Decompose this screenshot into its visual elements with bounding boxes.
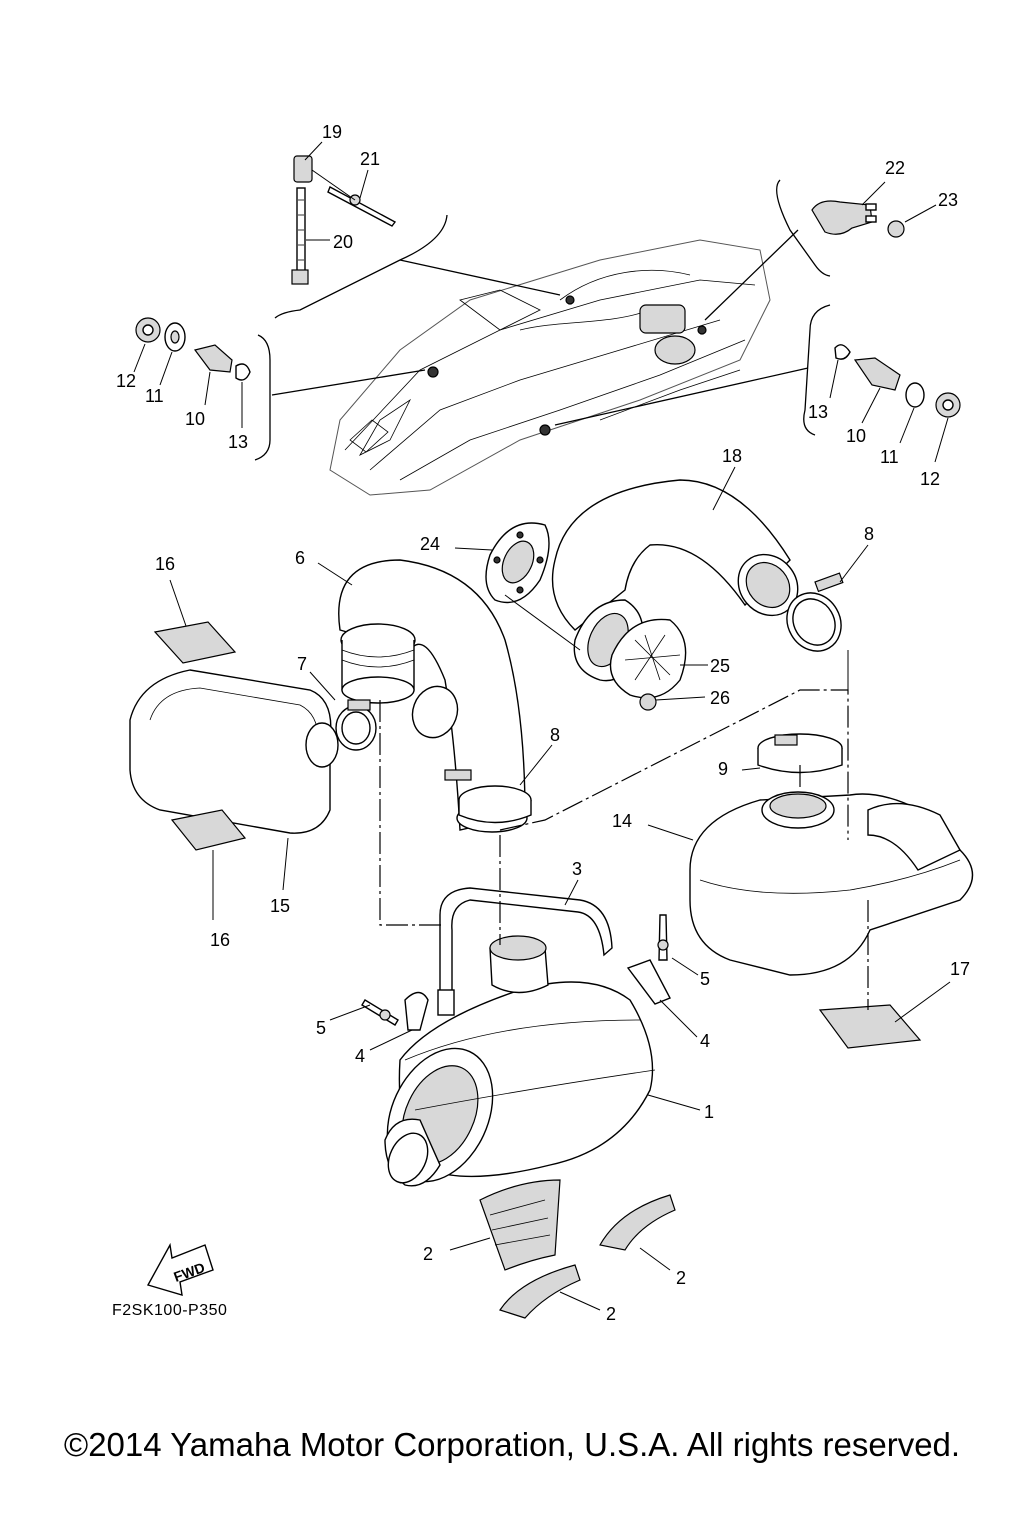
callout-18: 18 — [722, 446, 742, 466]
rivet-part-21 — [327, 186, 397, 227]
callout-10-left: 10 — [185, 409, 205, 429]
inset-tie-wrap-group: 19 21 20 — [274, 122, 561, 319]
callout-20: 20 — [333, 232, 353, 252]
sponge-part-17: 17 — [818, 959, 970, 1049]
exhaust-pipe-part-18: 18 — [551, 446, 799, 631]
callout-4-left: 4 — [355, 1046, 365, 1066]
sponge-part-16-upper: 16 — [153, 554, 237, 664]
bolt-part-26 — [639, 693, 657, 711]
callout-4-right: 4 — [700, 1031, 710, 1051]
tie-wrap-part-20 — [296, 187, 306, 279]
callout-13-right: 13 — [808, 402, 828, 422]
callout-12-right: 12 — [920, 469, 940, 489]
callout-14: 14 — [612, 811, 632, 831]
holder-part-19 — [293, 155, 313, 183]
callout-10-right: 10 — [846, 426, 866, 446]
inset-bracket-group: 22 23 — [704, 158, 958, 321]
sponge-part-16-lower: 16 — [170, 809, 247, 950]
callout-22: 22 — [885, 158, 905, 178]
inset-drain-left-group: 12 11 10 13 — [116, 317, 426, 461]
callout-5-right: 5 — [700, 969, 710, 989]
plate-part-25 — [609, 618, 687, 699]
watercraft-hull-illustration — [329, 239, 771, 496]
callout-24: 24 — [420, 534, 440, 554]
band-bracket-group: 3 5 5 4 4 — [316, 859, 710, 1066]
callout-16-lower: 16 — [210, 930, 230, 950]
hose-clamp-part-9: 9 — [718, 733, 843, 779]
bracket-part-4-right — [626, 959, 671, 1005]
callout-6: 6 — [295, 548, 305, 568]
callout-11-left: 11 — [145, 386, 164, 406]
muffler-part-1: 1 — [384, 935, 714, 1187]
callout-19: 19 — [322, 122, 342, 142]
callout-13-left: 13 — [228, 432, 248, 452]
assembly-center-lines — [379, 650, 869, 1010]
inset-drain-right-group: 13 10 11 12 — [554, 304, 961, 489]
hose-clamp-part-8-middle: 8 — [444, 725, 560, 824]
hose-clamp-part-8-upper: 8 — [786, 524, 874, 652]
clip-part-13-right — [834, 344, 851, 360]
callout-2-b: 2 — [676, 1268, 686, 1288]
callout-9: 9 — [718, 759, 728, 779]
callout-26: 26 — [710, 688, 730, 708]
water-lock-part-14: 14 — [612, 791, 974, 976]
callout-2-c: 2 — [606, 1304, 616, 1324]
clip-part-13-left — [235, 363, 251, 381]
callout-16-upper: 16 — [155, 554, 175, 574]
callout-8-middle: 8 — [550, 725, 560, 745]
resonator-part-15: 7 15 — [129, 654, 377, 916]
callout-17: 17 — [950, 959, 970, 979]
callout-12-left: 12 — [116, 371, 136, 391]
nut-part-23 — [887, 220, 905, 238]
rivet-part-5-right — [658, 914, 668, 961]
callout-25: 25 — [710, 656, 730, 676]
diagram-code: F2SK100-P350 — [112, 1302, 228, 1319]
callout-1: 1 — [704, 1102, 714, 1122]
protector-part-2-b — [599, 1194, 676, 1251]
callout-8-upper: 8 — [864, 524, 874, 544]
flange-plate-group: 24 25 26 — [420, 522, 730, 711]
bracket-part-22 — [811, 200, 873, 235]
bracket-part-4-left — [404, 991, 429, 1031]
drain-plug-part-10-left — [193, 344, 233, 373]
callout-15: 15 — [270, 896, 290, 916]
drain-plug-part-10-right — [853, 357, 901, 391]
callout-5-left: 5 — [316, 1018, 326, 1038]
band-part-3 — [439, 887, 613, 1011]
callout-23: 23 — [938, 190, 958, 210]
fwd-direction-arrow: FWD — [146, 1242, 214, 1296]
protector-part-2-a — [479, 1179, 561, 1271]
protector-part-2-c — [499, 1264, 581, 1319]
callout-11-right: 11 — [880, 447, 899, 467]
washer-part-11-right — [905, 382, 925, 408]
copyright-notice: ©2014 Yamaha Motor Corporation, U.S.A. A… — [63, 1426, 961, 1463]
callout-7: 7 — [297, 654, 307, 674]
callout-21: 21 — [360, 149, 380, 169]
callout-2-a: 2 — [423, 1244, 433, 1264]
callout-3: 3 — [572, 859, 582, 879]
protector-parts-2: 2 2 2 — [423, 1179, 686, 1324]
